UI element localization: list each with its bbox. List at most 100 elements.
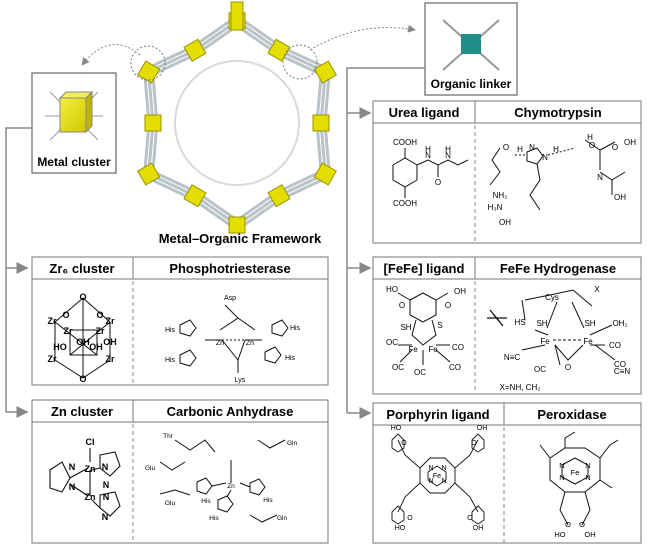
mof-metal-node <box>230 1 244 31</box>
mof-metal-node <box>183 184 207 208</box>
pte-atom-label: Asp <box>224 295 236 302</box>
ca-atom-label: Zn <box>227 483 235 490</box>
pte-atom-label: His <box>285 355 296 362</box>
panel-zr-right-title: Phosphotriesterase <box>169 261 290 276</box>
perox-atom-label: Fe <box>571 468 580 477</box>
urea-atom-label: H <box>445 145 451 154</box>
chymo-atom-label: OH <box>499 218 511 227</box>
zr_cluster-atom-label: Zr <box>48 316 57 326</box>
hydrogenase-structure <box>487 289 616 366</box>
zn_cluster-atom-label: Zn <box>85 492 96 502</box>
hydro-atom-label: Cys <box>545 293 559 302</box>
fefe_lig-atom-label: OC <box>386 338 398 347</box>
ca-atom-label: His <box>263 497 273 504</box>
ca-atom-label: His <box>209 515 219 522</box>
pte-atom-label: Lys <box>235 377 246 384</box>
zn_cluster-atom-label: N <box>102 512 109 522</box>
metal-callout-arrow <box>81 44 141 66</box>
fefe_lig-atom-label: Fe <box>428 345 438 354</box>
porph_lig-atom-label: OH <box>473 525 484 532</box>
zr_cluster-atom-label: O <box>96 310 103 320</box>
hydro-atom-label: Fe <box>583 337 593 346</box>
porph_lig-atom-label: HO <box>395 525 406 532</box>
fefe_lig-atom-label: OC <box>392 363 404 372</box>
zr_cluster-atom-label: Zr <box>106 354 115 364</box>
hydro-atom-label: OC <box>534 365 546 374</box>
hydro-atom-label: CO <box>609 341 621 350</box>
hydro-atom-label: OH₂ <box>612 319 627 328</box>
ca-atom-label: His <box>201 498 211 505</box>
left-connector <box>5 127 32 418</box>
chymo-atom-label: H <box>587 133 593 142</box>
zr_cluster-atom-label: OH <box>89 342 103 352</box>
panel-zn-left-title: Zn cluster <box>51 404 113 419</box>
hydro-atom-label: C≡N <box>614 367 630 376</box>
organic-linker-label: Organic linker <box>431 77 512 91</box>
zn_cluster-atom-label: N <box>69 482 76 492</box>
urea-atom-label: COOH <box>393 138 417 147</box>
fefe_lig-atom-label: O <box>399 301 405 310</box>
zr_cluster-atom-label: O <box>79 374 86 384</box>
panel-zn-carbonic-anhydrase: Zn cluster Carbonic Anhydrase ClZnZnNNNN… <box>31 399 329 544</box>
hydro-atom-label: CO <box>614 360 626 369</box>
porph_lig-atom-label: N <box>428 465 433 472</box>
chymo-atom-label: N <box>529 143 535 152</box>
mof-metal-node <box>137 60 161 84</box>
chymo-atom-label: OH <box>624 138 636 147</box>
zr6-cluster-structure <box>54 297 111 379</box>
zr_cluster-atom-label: Zr <box>106 316 115 326</box>
zr_cluster-atom-label: Zr <box>48 354 57 364</box>
zr_cluster-atom-label: OH <box>103 337 117 347</box>
fefe_lig-atom-label: HO <box>386 285 398 294</box>
pte-atom-label: Zn <box>246 340 254 347</box>
mof-title: Metal–Organic Framework <box>159 231 322 246</box>
perox-atom-label: OH <box>584 530 595 539</box>
hydro-atom-label: SH <box>584 319 595 328</box>
zn_cluster-atom-label: N <box>103 480 110 490</box>
urea-atom-label: O <box>435 178 441 187</box>
porph_lig-atom-label: Fe <box>433 473 441 480</box>
zn_cluster-atom-label: N <box>69 462 76 472</box>
hydro-atom-label: SH <box>536 319 547 328</box>
panel-fefe-left-title: [FeFe] ligand <box>384 261 465 276</box>
ca-atom-label: Gln <box>287 440 298 447</box>
hydro-atom-label: Fe <box>540 337 550 346</box>
mof-metal-node <box>312 114 330 132</box>
zr_cluster-atom-label: O <box>62 310 69 320</box>
perox-atom-label: HO <box>554 530 565 539</box>
zn_cluster-atom-label: Cl <box>86 437 95 447</box>
chymo-atom-label: O <box>612 143 618 152</box>
perox-atom-label: N <box>559 473 564 482</box>
panel-porph-left-title: Porphyrin ligand <box>386 407 489 422</box>
porph_lig-atom-label: N <box>441 465 446 472</box>
porph_lig-atom-label: O <box>471 440 477 447</box>
chymo-atom-label: OH <box>614 193 626 202</box>
perox-atom-label: N <box>585 461 590 470</box>
ca-atom-label: Glu <box>165 500 176 507</box>
fefe_lig-atom-label: CO <box>452 343 464 352</box>
urea-atom-label: COOH <box>393 199 417 208</box>
panel-zn-right-title: Carbonic Anhydrase <box>167 404 294 419</box>
urea-ligand-structure <box>392 148 469 198</box>
mof-metal-node <box>137 162 161 186</box>
organic-linker-icon <box>442 19 500 71</box>
metal-callout-circle <box>130 45 166 81</box>
mof-metal-node <box>183 38 207 62</box>
ca-atom-label: Thr <box>163 433 174 440</box>
fefe_lig-atom-label: CO <box>449 363 461 372</box>
hydro-atom-label: N≡C <box>504 353 520 362</box>
zr_cluster-atom-label: HO <box>53 342 67 352</box>
peroxidase-structure <box>539 431 619 526</box>
porph_lig-atom-label: O <box>467 515 473 522</box>
zr_cluster-atom-label: Zr <box>64 326 73 336</box>
panel-urea-right-title: Chymotrypsin <box>514 105 601 120</box>
perox-atom-label: N <box>559 461 564 470</box>
pte-atom-label: Zn <box>216 340 224 347</box>
porph_lig-atom-label: HO <box>391 425 402 432</box>
fefe_lig-atom-label: SH <box>400 323 411 332</box>
chymo-atom-label: N <box>597 173 603 182</box>
hydro-atom-label: HS <box>514 318 525 327</box>
perox-atom-label: O <box>579 520 585 529</box>
